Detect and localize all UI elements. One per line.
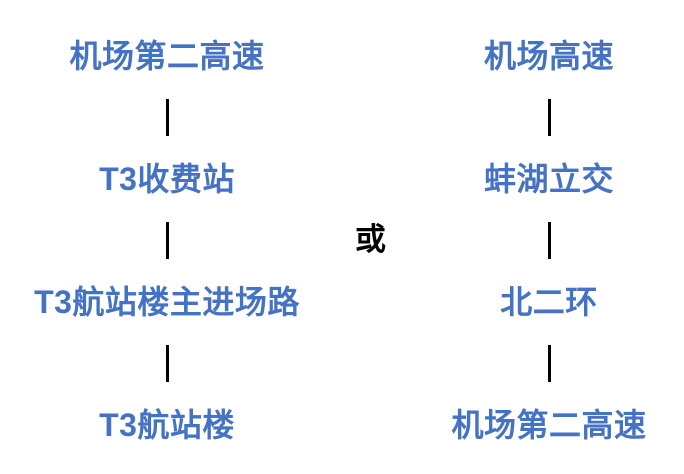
route-step-label: 蚌湖立交	[483, 161, 614, 197]
route-connector	[165, 320, 169, 407]
connector-line	[165, 222, 169, 259]
connector-line	[547, 222, 551, 259]
route-right-column: 机场高速 蚌湖立交 北二环 机场第二高速	[378, 0, 684, 443]
connector-line	[547, 345, 551, 382]
route-step-label: T3航站楼主进场路	[34, 284, 300, 320]
connector-line	[165, 99, 169, 136]
route-connector	[547, 74, 551, 161]
route-step-label: 北二环	[500, 284, 598, 320]
route-left-column: 机场第二高速 T3收费站 T3航站楼主进场路 T3航站楼	[0, 0, 338, 443]
route-step-label: 机场第二高速	[451, 407, 647, 443]
route-step-label: 机场第二高速	[69, 38, 265, 74]
route-connector	[165, 197, 169, 284]
route-connector	[547, 320, 551, 407]
connector-line	[165, 345, 169, 382]
route-step-label: T3航站楼	[99, 407, 235, 443]
route-step-label: T3收费站	[99, 161, 235, 197]
route-connector	[547, 197, 551, 284]
or-separator-label: 或	[355, 222, 386, 257]
connector-line	[547, 99, 551, 136]
route-step-label: 机场高速	[483, 38, 614, 74]
route-connector	[165, 74, 169, 161]
